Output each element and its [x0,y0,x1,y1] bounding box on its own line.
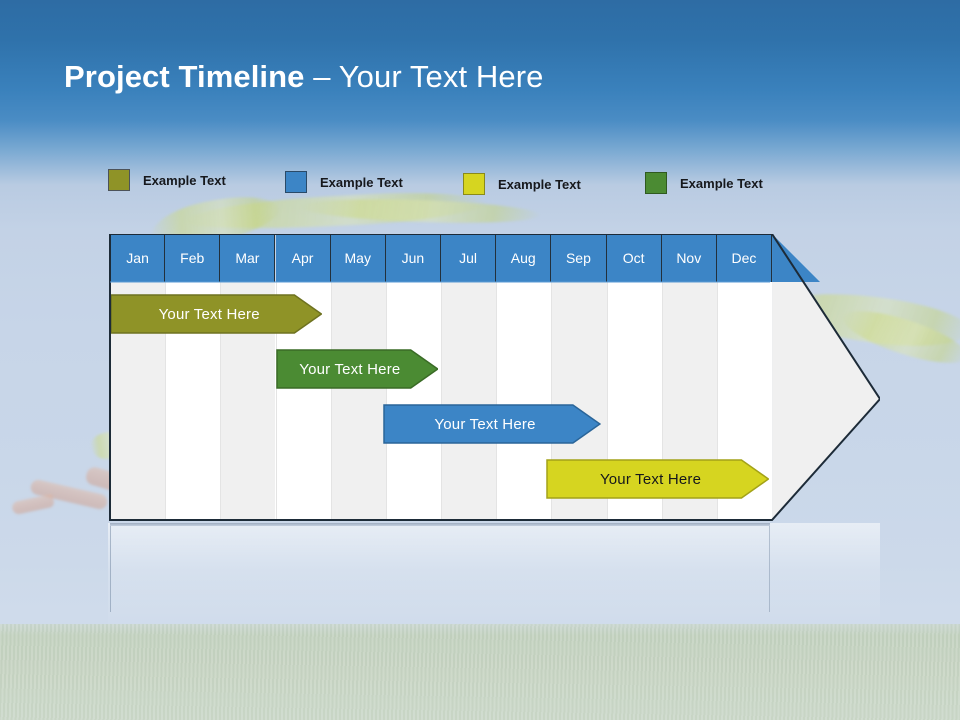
legend-item-label: Example Text [143,172,226,188]
legend-swatch-icon [645,172,667,194]
table-reflection-edge [110,523,770,526]
month-header-sep[interactable]: Sep [551,234,607,282]
month-header-feb[interactable]: Feb [165,234,221,282]
table-reflection-side [110,526,111,612]
grass-background [0,624,960,720]
legend-item-2[interactable]: Example Text [285,171,403,193]
task-bar-4[interactable]: Your Text Here [546,459,770,499]
legend-item-3[interactable]: Example Text [463,173,581,195]
timeline-column-jun [385,282,441,520]
page-title-bold: Project Timeline [64,59,305,94]
timeline-column-may [330,282,386,520]
month-header-dec[interactable]: Dec [716,234,773,282]
column-divider [496,282,498,520]
month-header-apr[interactable]: Apr [275,234,331,282]
task-bar-label: Your Text Here [599,470,702,488]
month-header-mar[interactable]: Mar [220,234,276,282]
task-bar-3[interactable]: Your Text Here [383,404,601,444]
legend-swatch-icon [285,171,307,193]
month-header-oct[interactable]: Oct [606,234,662,282]
legend-item-label: Example Text [498,176,581,192]
page-title-dash: – [304,59,339,94]
column-divider [330,282,332,520]
task-bar-label: Your Text Here [158,305,260,323]
legend-item-label: Example Text [680,175,763,191]
timeline-column-jul [441,282,497,520]
month-header-nov[interactable]: Nov [661,234,717,282]
legend-item-label: Example Text [320,174,403,190]
month-header-may[interactable]: May [330,234,386,282]
month-header-aug[interactable]: Aug [496,234,552,282]
page-title-rest: Your Text Here [338,59,544,94]
month-header-jun[interactable]: Jun [385,234,441,282]
task-bar-1[interactable]: Your Text Here [110,294,323,334]
column-divider [441,282,443,520]
timeline-column-aug [496,282,551,520]
task-bar-label: Your Text Here [299,360,401,378]
table-reflection-side [769,526,770,612]
legend-swatch-icon [463,173,485,195]
legend-item-1[interactable]: Example Text [108,169,226,191]
column-divider [385,282,387,520]
task-bar-label: Your Text Here [434,415,536,433]
month-header-jan[interactable]: Jan [110,234,166,282]
page-title: Project Timeline – Your Text Here [64,58,543,96]
legend-item-4[interactable]: Example Text [645,172,763,194]
task-bar-2[interactable]: Your Text Here [275,349,439,389]
month-header-jul[interactable]: Jul [441,234,497,282]
legend-swatch-icon [108,169,130,191]
